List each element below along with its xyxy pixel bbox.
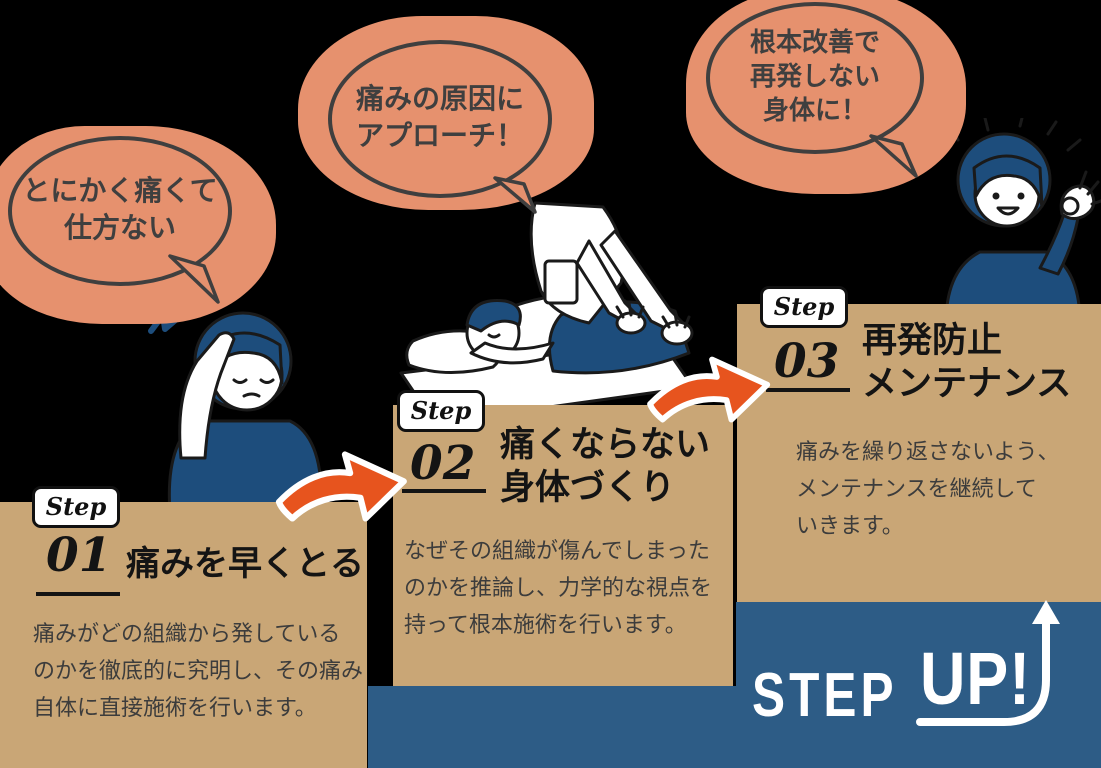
speech-bubble-1-outline <box>8 136 232 286</box>
arrow-step1-to-step2-icon <box>275 451 407 522</box>
step2-number: 02 <box>410 436 476 491</box>
speech-bubble-2-tail <box>493 176 537 214</box>
speech-bubble-3-outline <box>706 2 924 154</box>
woman-recovered-ok-illustration <box>944 118 1101 318</box>
step3-title: 再発防止 メンテナンス <box>862 321 1072 404</box>
step3-panel: Step 03 再発防止 メンテナンス 痛みを繰り返さないよう、 メンテナンスを… <box>737 286 1101 602</box>
speech-bubble-3-text: 根本改善で 再発しない 身体に！ <box>749 28 880 126</box>
speech-bubble-2-outline <box>328 40 552 198</box>
banner-up-text: UP! <box>920 637 1031 720</box>
step1-title: 痛みを早くとる <box>126 544 364 584</box>
step2-title: 痛くならない 身体づくり <box>500 425 711 508</box>
speech-bubble-1-tail <box>168 254 220 304</box>
woman-in-pain-illustration <box>148 294 323 513</box>
arrow-step2-to-step3-icon <box>647 356 771 423</box>
step3-number-underline <box>766 388 850 392</box>
speech-bubble-3-tail <box>869 134 918 178</box>
step1-number-underline <box>36 592 120 596</box>
step1-number: 01 <box>46 528 112 583</box>
step3-description: 痛みを繰り返さないよう、 メンテナンスを継続して いきます。 <box>796 440 1060 539</box>
step3-badge: Step <box>760 286 848 328</box>
step1-description: 痛みがどの組織から発している のかを徹底的に究明し、その痛み 自体に直接施術を行… <box>33 622 364 721</box>
banner-step-text: STEP <box>752 661 898 730</box>
speech-bubble-1-text: とにかく痛くて 仕方ない <box>22 174 218 244</box>
speech-bubble-2-text: 痛みの原因に アプローチ！ <box>355 82 524 152</box>
step-up-banner-upper <box>736 602 1101 768</box>
step2-number-underline <box>402 489 486 493</box>
step1-panel: Step 01 痛みを早くとる 痛みがどの組織から発している のかを徹底的に究明… <box>0 486 367 768</box>
step2-panel: Step 02 痛くならない 身体づくり なぜその組織が傷んでしまった のかを推… <box>393 390 733 686</box>
step-up-arrow-icon <box>916 600 1060 726</box>
step2-description: なぜその組織が傷んでしまった のかを推論し、力学的な視点を 持って根本施術を行い… <box>404 539 713 638</box>
step1-badge: Step <box>32 486 120 528</box>
step3-number: 03 <box>774 334 840 389</box>
step2-badge: Step <box>397 390 485 432</box>
